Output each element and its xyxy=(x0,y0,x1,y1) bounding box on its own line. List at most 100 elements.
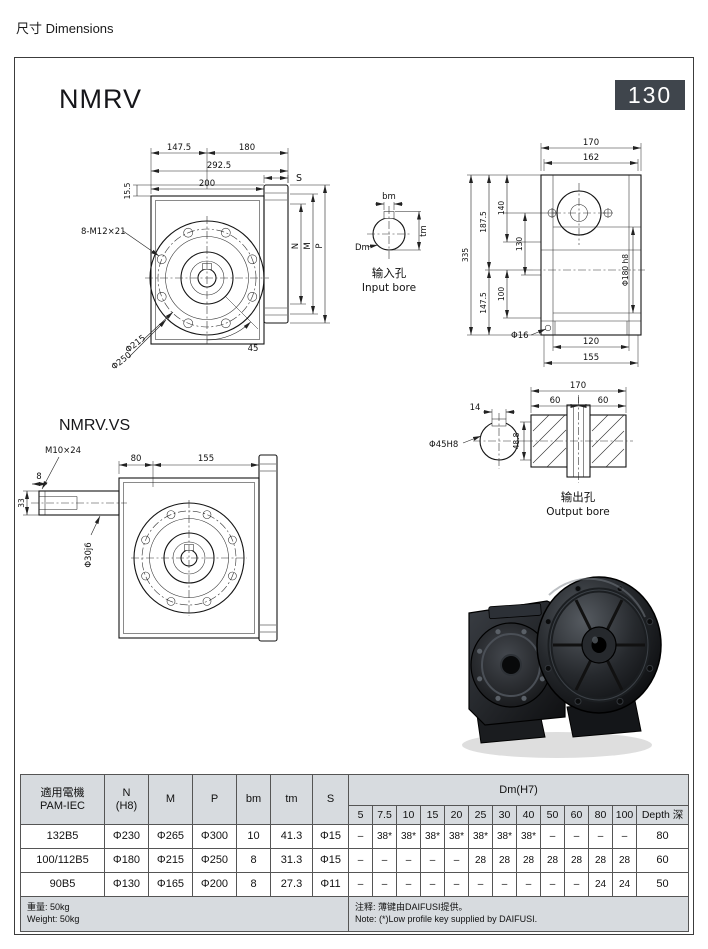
value-cell: Φ180 xyxy=(104,848,149,873)
dim-label: 14 xyxy=(470,403,481,413)
value-cell: – xyxy=(348,848,373,873)
value-cell: – xyxy=(564,872,589,897)
value-cell: – xyxy=(540,824,565,849)
value-cell: Φ215 xyxy=(148,848,193,873)
value-cell: 28 xyxy=(588,848,613,873)
value-cell: – xyxy=(444,848,469,873)
dm-col-header: 80 xyxy=(588,805,613,825)
dim-label: Dm xyxy=(355,243,370,253)
value-cell: 50 xyxy=(635,872,690,897)
vs-view-dimensions: M10×24 80 155 8 33 Φ30j6 xyxy=(17,446,259,568)
value-cell: – xyxy=(492,872,517,897)
output-bore-dimensions: 14 Φ45H8 170 60 60 48.8 xyxy=(429,381,627,461)
weight-note: 重量: 50kg Weight: 50kg xyxy=(20,896,349,932)
value-cell: – xyxy=(396,872,421,897)
dm-col-header: 40 xyxy=(516,805,541,825)
value-cell: 10 xyxy=(236,824,271,849)
dim-label: 48.8 xyxy=(512,432,521,449)
value-cell: Φ130 xyxy=(104,872,149,897)
value-cell: – xyxy=(444,872,469,897)
input-bore-dimensions: bm tm Dm xyxy=(355,192,429,253)
dim-label: 155 xyxy=(583,353,599,363)
col-header-s: S xyxy=(312,774,349,825)
value-cell: 24 xyxy=(612,872,637,897)
dim-label: 33 xyxy=(17,498,26,508)
weight-note-en: Weight: 50kg xyxy=(27,914,80,924)
col-header-n-tol: (H8) xyxy=(115,799,138,812)
value-cell: 38* xyxy=(468,824,493,849)
output-bore-drawing: 14 Φ45H8 170 60 60 48.8 输出孔 Output bore xyxy=(429,381,633,518)
dm-col-header: 20 xyxy=(444,805,469,825)
side-view-dimensions: 170 162 335 187.5 147.5 140 100 xyxy=(461,138,642,367)
dim-label: 335 xyxy=(461,248,470,263)
dim-label: 292.5 xyxy=(207,161,231,171)
value-cell: 38* xyxy=(396,824,421,849)
dim-label: 147.5 xyxy=(479,292,488,314)
dim-label: bm xyxy=(382,192,396,202)
dm-col-header: 5 xyxy=(348,805,373,825)
output-bore-geometry xyxy=(473,397,633,483)
dim-label: 8 xyxy=(36,472,41,482)
dim-label: Φ30j6 xyxy=(84,542,94,567)
front-view-drawing: 147.5 180 292.5 200 15.5 S xyxy=(81,143,330,372)
value-cell: 28 xyxy=(540,848,565,873)
front-view-geometry xyxy=(145,184,289,345)
dim-label: 15.5 xyxy=(123,182,132,199)
col-header-m: M xyxy=(148,774,193,825)
value-cell: Φ200 xyxy=(192,872,237,897)
value-cell: Φ165 xyxy=(148,872,193,897)
value-cell: – xyxy=(564,824,589,849)
input-bore-drawing: bm tm Dm 输入孔 Input bore xyxy=(355,192,429,294)
dim-label: 120 xyxy=(583,337,599,347)
input-bore-label-en: Input bore xyxy=(362,282,416,294)
col-header-model-en: PAM-IEC xyxy=(39,799,86,812)
dim-label: 45 xyxy=(248,344,259,354)
vs-view-geometry xyxy=(31,454,278,642)
side-view-drawing: 170 162 335 187.5 147.5 140 100 xyxy=(461,138,645,367)
dm-col-header: 25 xyxy=(468,805,493,825)
value-cell: – xyxy=(468,872,493,897)
dim-label: 140 xyxy=(497,201,506,216)
dim-label: 187.5 xyxy=(479,211,488,233)
value-cell: 31.3 xyxy=(270,848,313,873)
vs-view-drawing: M10×24 80 155 8 33 Φ30j6 xyxy=(17,446,278,642)
dim-label: N xyxy=(291,243,301,249)
model-cell: 100/112B5 xyxy=(20,848,105,873)
output-bore-label-cn: 输出孔 xyxy=(561,490,596,504)
dm-col-header: 50 xyxy=(540,805,565,825)
col-header-bm: bm xyxy=(236,774,271,825)
value-cell: – xyxy=(348,824,373,849)
footer-row: 重量: 50kg Weight: 50kg 注释: 薄键由DAIFUSI提供。 … xyxy=(20,896,690,932)
model-cell: 132B5 xyxy=(20,824,105,849)
value-cell: 60 xyxy=(635,848,690,873)
product-photo xyxy=(462,576,662,758)
value-cell: Φ265 xyxy=(148,824,193,849)
dim-label: M xyxy=(303,242,313,249)
dm-col-header: 15 xyxy=(420,805,445,825)
dim-label: Φ16 xyxy=(511,331,529,341)
dim-label: 162 xyxy=(583,153,599,163)
dim-label: 155 xyxy=(198,454,214,464)
side-view-geometry xyxy=(533,174,645,336)
value-cell: Φ300 xyxy=(192,824,237,849)
col-header-p: P xyxy=(192,774,237,825)
value-cell: 28 xyxy=(564,848,589,873)
value-cell: 38* xyxy=(372,824,397,849)
dim-label: 147.5 xyxy=(167,143,191,153)
value-cell: – xyxy=(420,848,445,873)
col-header-n: N (H8) xyxy=(104,774,149,825)
col-header-model: 適用電機 PAM-IEC xyxy=(20,774,105,825)
value-cell: Φ11 xyxy=(312,872,349,897)
dim-label: 170 xyxy=(570,381,586,391)
value-cell: 38* xyxy=(492,824,517,849)
input-bore-geometry xyxy=(367,206,411,260)
value-cell: 80 xyxy=(635,824,690,849)
spec-table: 適用電機 PAM-IEC N (H8) M P bm tm S Dm(H7) xyxy=(20,774,690,932)
value-cell: 8 xyxy=(236,848,271,873)
value-cell: 41.3 xyxy=(270,824,313,849)
dim-label: 80 xyxy=(131,454,142,464)
